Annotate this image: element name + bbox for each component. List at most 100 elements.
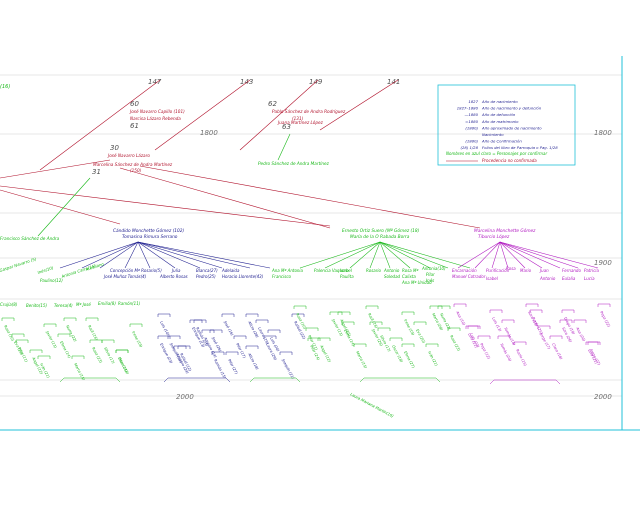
ancestor-juana-martinez[interactable]: Juana Martínez López (277, 120, 324, 125)
person-magenta-child[interactable]: Antonio (539, 276, 556, 281)
person-magenta-descendant[interactable]: Clara (18) (551, 343, 563, 361)
person-green-descendant[interactable]: Ángel (12) (319, 343, 333, 363)
person-blue-child[interactable]: Concepción Mª Rosario(5) (110, 268, 162, 273)
person-magenta-child[interactable]: Encarnación (452, 268, 477, 273)
person-green-descendant[interactable]: Pilar (24) (117, 357, 128, 374)
person-green-descendant[interactable]: Óscar (18) (391, 344, 405, 364)
person-green-descendant[interactable]: Rosa (23) (449, 335, 461, 353)
person-green-child[interactable]: Palencia Vaquero (314, 268, 349, 273)
person-blue-descendant[interactable]: Ramón (15) (213, 359, 227, 380)
ancestor-jose-capillo[interactable]: José Navarro Capillo (101) (129, 109, 185, 114)
person-green-descendant[interactable]: Rosa (23) (91, 347, 103, 365)
couple-tomasina[interactable]: Tomasina Rimura Serrano (122, 234, 178, 240)
ancestor-pablo-ruiz[interactable]: Pablo Sánchez de Andra Rodríguez (272, 109, 346, 114)
person-green-descendant[interactable]: Rosa (10) (295, 313, 307, 331)
person-blue-child[interactable]: Julia (171, 268, 181, 273)
person-green-descendant[interactable]: Irene (19) (131, 331, 143, 349)
person-left-gen[interactable]: Crujía(8) (0, 302, 18, 307)
person-green-descendant[interactable]: Rosa (10) (3, 325, 15, 343)
person-magenta-descendant[interactable]: Luis (23) (469, 333, 480, 349)
person-left-gen[interactable]: Emilia(8) (98, 301, 116, 306)
person-blue-child[interactable]: Horacio Llorente(43) (222, 274, 264, 279)
person-magenta-descendant[interactable]: Ana (10) (455, 310, 467, 327)
couple-maria[interactable]: María de la O Rabada Borra (350, 233, 410, 240)
person-green-child[interactable]: Antonio (383, 268, 400, 273)
person-blue-child[interactable]: Alberto Rosas (159, 274, 188, 279)
person-magenta-descendant[interactable]: Pepa (22) (599, 311, 611, 329)
person-magenta-descendant[interactable]: Luis (13) (491, 317, 502, 333)
person-green-descendant[interactable]: Marta (15) (355, 351, 368, 370)
person-blue-descendant[interactable]: Alicia (28) (247, 320, 260, 339)
person-left-gen[interactable]: Inés(10) (37, 265, 55, 275)
person-green-descendant[interactable]: Silvia (17) (103, 347, 115, 365)
person-blue-descendant[interactable]: Pilar (27) (227, 359, 238, 376)
person-green-descendant[interactable]: Raúl (16) (87, 325, 99, 342)
bottom-green-descendant[interactable]: Laura Mariana Martín(16) (350, 391, 395, 418)
person-green-descendant[interactable]: Pilar (11) (17, 347, 28, 364)
person-blue-descendant[interactable]: Alicia (18) (247, 352, 260, 371)
person-magenta-descendant[interactable]: Lola (21) (587, 349, 598, 365)
person-green-child[interactable]: Rosa Mª (402, 268, 418, 273)
person-green-descendant[interactable]: Elena (27) (403, 351, 415, 370)
person-green-child[interactable]: Calixta (402, 274, 416, 279)
descendant-pedro-sanchez[interactable]: Pedro Sánchez de Andra Martínez (258, 161, 330, 166)
person-blue-descendant[interactable]: José (16) (223, 320, 235, 337)
person-left-gen[interactable]: Paulino(12) (40, 278, 63, 283)
person-magenta-child[interactable]: Mario (520, 268, 532, 273)
person-blue-descendant[interactable]: Luis (10) (159, 321, 170, 337)
person-green-descendant[interactable]: Iván (21) (427, 351, 438, 368)
person-blue-descendant[interactable]: Luis (20) (269, 337, 280, 353)
person-green-descendant[interactable]: Javier (13) (45, 330, 58, 350)
person-magenta-child[interactable]: Rosa (506, 266, 516, 271)
person-magenta-child[interactable]: Juan (539, 268, 549, 273)
person-green-child[interactable]: Ana Mª Unidad (401, 280, 432, 285)
person-magenta-child[interactable]: Purificación (486, 268, 510, 273)
person-green-descendant[interactable]: Elena (14) (59, 341, 71, 360)
person-magenta-descendant[interactable]: Sara (16) (527, 311, 539, 328)
person-left-gen[interactable]: Mª José (76, 302, 91, 307)
person-magenta-descendant[interactable]: Ana (20) (575, 326, 587, 343)
ancestor-marcelina[interactable]: Marcelina Sánchez de Andra Martínez (93, 162, 173, 167)
person-green-descendant[interactable]: Irene (19) (403, 319, 415, 337)
person-blue-child[interactable]: Adelaida (221, 268, 240, 273)
couple-ernesto[interactable]: Ernesto Ortiz Suero (Mª Gómez (18) (342, 227, 420, 234)
person-magenta-child[interactable]: Eulalia (562, 276, 576, 281)
person-green-child[interactable]: Paulita (340, 274, 354, 279)
person-green-descendant[interactable]: Iván (21) (39, 363, 50, 380)
person-blue-descendant[interactable]: Joaquín (21) (281, 358, 296, 381)
person-green-descendant[interactable]: Marta (15) (73, 363, 86, 382)
person-magenta-child[interactable]: Manuel Cotrador (452, 274, 486, 279)
person-green-child[interactable]: Francisco (272, 274, 292, 279)
person-green-descendant[interactable]: Raúl (16) (367, 313, 379, 330)
person-magenta-descendant[interactable]: Rocío (15) (515, 349, 527, 368)
person-left-gen[interactable]: Gaspar Navarro (5) (0, 256, 37, 273)
person-blue-child[interactable]: Blanca(27) (196, 268, 218, 273)
couple-tiburcio[interactable]: Tiburcio López (478, 233, 510, 240)
ancestor-narcisa[interactable]: Narcisa Lázaro Rebenda (130, 116, 181, 121)
person-green-child[interactable]: Soledad (384, 274, 401, 279)
person-magenta-descendant[interactable]: Jorge (17) (539, 332, 552, 351)
person-magenta-child[interactable]: Lucía (584, 276, 595, 281)
person-green-descendant[interactable]: Eva (20) (415, 329, 426, 345)
person-blue-child[interactable]: Pedro(25) (196, 274, 216, 279)
person-magenta-child[interactable]: Patricia (584, 268, 599, 273)
person-blue-child[interactable]: José Muñoz Tomás(4) (103, 274, 147, 279)
person-green-child[interactable]: Inés (426, 278, 434, 283)
person-left-gen[interactable]: Aureliano (84, 261, 105, 272)
person-green-child[interactable]: Ana Mª Antonia (271, 268, 304, 273)
person-green-child[interactable]: Isabel (340, 268, 353, 273)
person-green-descendant[interactable]: Pilar (11) (307, 335, 318, 352)
couple-marcelina[interactable]: Marcelina Monchette Gómez (474, 227, 536, 234)
person-magenta-descendant[interactable]: Sara (26) (561, 327, 573, 344)
person-left-gen[interactable]: Teresa(4) (54, 303, 73, 308)
person-green-child[interactable]: Rosario (366, 268, 382, 273)
ancestor-jose-lazaro[interactable]: José Navarro Lázaro (107, 153, 150, 158)
person-magenta-child[interactable]: Isabel (486, 276, 499, 281)
person-green-child[interactable]: Antonia(10) (421, 266, 446, 271)
couple-candido[interactable]: Cándido Monchette Gómez (102) (113, 227, 184, 234)
person-blue-descendant[interactable]: Pilar (17) (235, 343, 246, 360)
person-green-child[interactable]: Pilar (426, 272, 435, 277)
person-magenta-descendant[interactable]: Pepa (12) (479, 343, 491, 361)
person-magenta-descendant[interactable]: Lola (11) (467, 333, 478, 349)
person-magenta-descendant[interactable]: Tomás (24) (499, 343, 512, 363)
